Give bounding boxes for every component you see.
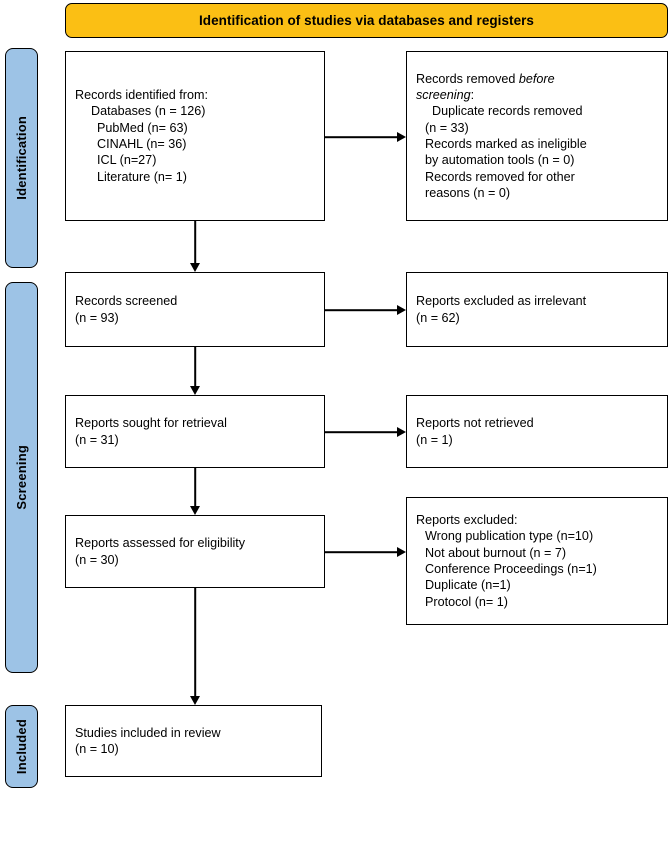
box-line: Wrong publication type (n=10) — [425, 529, 594, 544]
box-line: (n = 1) — [416, 432, 453, 447]
stage-tab-screening: Screening — [5, 282, 38, 673]
box-line: (n = 10) — [75, 742, 119, 756]
arrow-sought-to-not-retrieved — [325, 422, 406, 442]
arrow-shaft — [194, 468, 196, 506]
arrow-shaft — [325, 551, 397, 553]
box-line: (n = 31) — [75, 432, 119, 447]
box-line: Records removed before — [416, 71, 658, 87]
box-line: Protocol (n= 1) — [425, 594, 508, 609]
box-line: (n = 30) — [75, 552, 119, 567]
arrow-assessed-to-included — [185, 588, 205, 705]
box-line: CINAHL (n= 36) — [97, 137, 187, 151]
arrow-shaft — [194, 221, 196, 263]
diagram-banner-title: Identification of studies via databases … — [65, 3, 668, 38]
arrow-shaft — [325, 431, 397, 433]
arrow-assessed-to-excluded — [325, 542, 406, 562]
removed-text-colon: : — [470, 87, 475, 102]
stage-tab-identification-label: Identification — [14, 116, 29, 200]
arrow-head — [397, 132, 406, 142]
box-records-removed: Records removed before screening: Duplic… — [406, 51, 668, 221]
box-reports-excluded-irrelevant: Reports excluded as irrelevant (n = 62) — [406, 272, 668, 347]
box-line: Records screened — [75, 294, 178, 309]
box-line: (n = 93) — [75, 310, 119, 325]
stage-tab-included: Included — [5, 705, 38, 788]
arrow-head — [190, 506, 200, 515]
box-reports-not-retrieved: Reports not retrieved (n = 1) — [406, 395, 668, 468]
box-line: by automation tools (n = 0) — [425, 153, 575, 168]
box-line: (n = 33) — [425, 120, 469, 135]
removed-text-a: Records removed — [416, 71, 519, 86]
box-reports-assessed: Reports assessed for eligibility (n = 30… — [65, 515, 325, 588]
box-reports-excluded-reasons: Reports excluded: Wrong publication type… — [406, 497, 668, 625]
arrow-head — [190, 263, 200, 272]
box-line: Not about burnout (n = 7) — [425, 545, 567, 560]
box-line: Records identified from: — [75, 87, 208, 102]
box-line: Reports excluded as irrelevant — [416, 294, 587, 309]
box-line: Records marked as ineligible — [425, 137, 587, 151]
arrow-head — [397, 427, 406, 437]
box-line: Duplicate (n=1) — [425, 578, 511, 593]
box-line: Conference Proceedings (n=1) — [425, 562, 597, 576]
stage-tab-included-label: Included — [14, 718, 29, 775]
arrow-shaft — [194, 347, 196, 386]
box-records-identified: Records identified from: Databases (n = … — [65, 51, 325, 221]
arrow-identified-to-removed — [325, 127, 406, 147]
box-reports-sought: Reports sought for retrieval (n = 31) — [65, 395, 325, 468]
box-line: Reports not retrieved — [416, 416, 534, 431]
removed-text-italic: before — [518, 71, 555, 86]
arrow-shaft — [325, 136, 397, 138]
arrow-shaft — [194, 588, 196, 696]
box-line: Studies included in review — [75, 725, 221, 740]
arrow-head — [190, 696, 200, 705]
box-line: (n = 62) — [416, 310, 460, 325]
box-line: Records removed for other — [425, 169, 575, 184]
arrow-screened-to-sought — [185, 347, 205, 395]
removed-text-italic2: screening — [416, 87, 471, 102]
box-records-screened: Records screened (n = 93) — [65, 272, 325, 347]
stage-tab-screening-label: Screening — [14, 445, 29, 510]
arrow-screened-to-irrelevant — [325, 300, 406, 320]
box-line: reasons (n = 0) — [425, 186, 511, 201]
arrow-shaft — [325, 309, 397, 311]
arrow-sought-to-assessed — [185, 468, 205, 515]
box-line: Reports assessed for eligibility — [75, 536, 246, 551]
box-line: Literature (n= 1) — [97, 169, 187, 184]
arrow-head — [190, 386, 200, 395]
box-line: Reports excluded: — [416, 512, 518, 527]
banner-label: Identification of studies via databases … — [199, 13, 534, 28]
box-line: screening: — [416, 87, 658, 103]
box-studies-included: Studies included in review (n = 10) — [65, 705, 322, 777]
arrow-head — [397, 547, 406, 557]
box-line: Databases (n = 126) — [91, 104, 206, 119]
box-line: Duplicate records removed — [432, 104, 583, 119]
arrow-identified-to-screened — [185, 221, 205, 272]
box-line: Reports sought for retrieval — [75, 416, 227, 431]
box-line: ICL (n=27) — [97, 153, 157, 168]
box-line: PubMed (n= 63) — [97, 120, 188, 135]
stage-tab-identification: Identification — [5, 48, 38, 268]
arrow-head — [397, 305, 406, 315]
